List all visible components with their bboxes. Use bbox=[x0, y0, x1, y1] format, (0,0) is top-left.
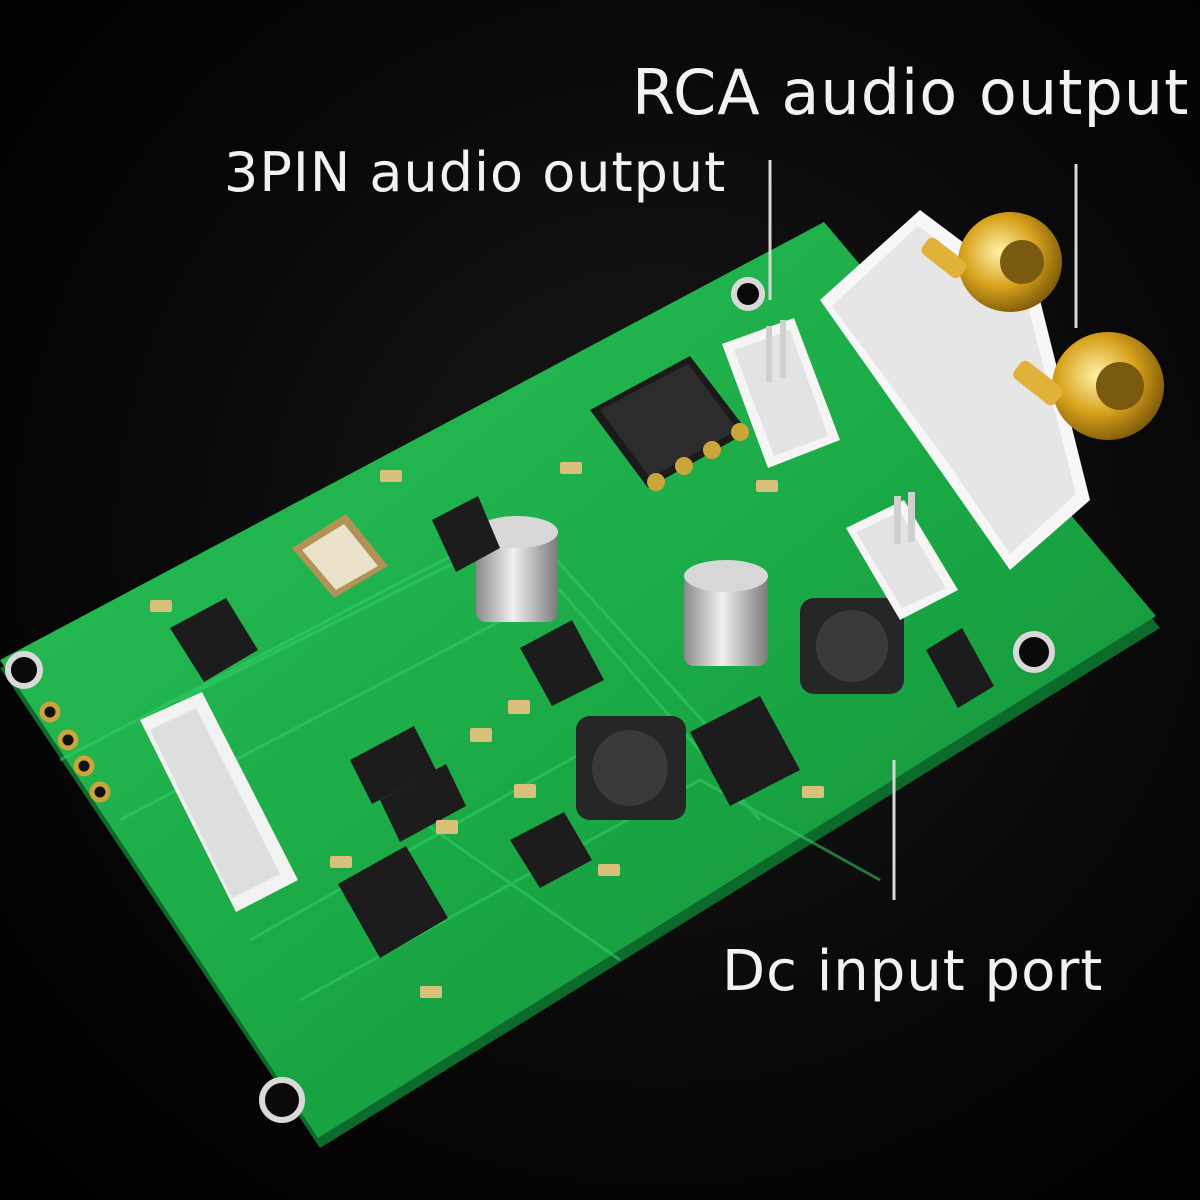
mounting-holes bbox=[5, 277, 1055, 1123]
smd-chips bbox=[170, 496, 994, 958]
dc-input-connector bbox=[846, 492, 958, 620]
dc-input-port-label: Dc input port bbox=[722, 939, 1104, 1004]
three-pin-connector bbox=[722, 318, 840, 468]
rca-jacks bbox=[820, 210, 1164, 570]
pin-header bbox=[39, 701, 111, 803]
crystal-oscillator bbox=[292, 514, 388, 598]
callout-lines bbox=[768, 160, 1078, 900]
op-amp-chip bbox=[590, 356, 749, 491]
rca-audio-output-label: RCA audio output bbox=[632, 56, 1190, 129]
smd-passives bbox=[150, 462, 824, 998]
input-connector bbox=[140, 692, 298, 912]
electrolytic-capacitors bbox=[476, 516, 768, 666]
3pin-audio-output-label: 3PIN audio output bbox=[224, 141, 727, 204]
power-inductors bbox=[576, 598, 904, 820]
